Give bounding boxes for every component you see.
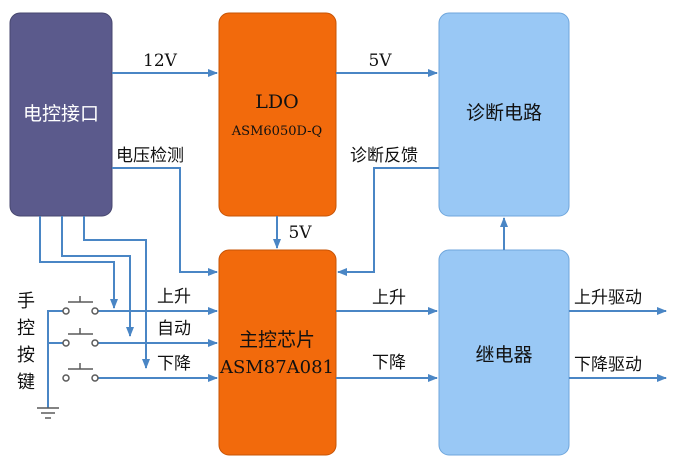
manual-key-char-1: 手 <box>17 291 35 312</box>
ground-bus <box>47 310 63 344</box>
button-label-down: 下降 <box>157 354 191 374</box>
arrow-diag-feedback <box>337 167 439 276</box>
arrow-voltage-detect <box>112 167 218 276</box>
diagnostic-label: 诊断电路 <box>466 102 542 124</box>
main-chip-part-number: ASM87A081 <box>219 357 334 378</box>
ldo-part-number: ASM6050D-Q <box>231 124 322 139</box>
label-chip-down: 下降 <box>372 353 406 373</box>
ground-icon <box>37 407 59 419</box>
label-diag-feedback: 诊断反馈 <box>350 146 418 166</box>
relay-block: 继电器 <box>438 249 570 456</box>
line-ecu-to-down-button <box>83 216 150 369</box>
label-up-drive: 上升驱动 <box>574 288 642 308</box>
label-5v-chip: 5V <box>288 223 312 243</box>
main-chip-block: 主控芯片 ASM87A081 <box>218 249 337 456</box>
label-5v-top: 5V <box>368 51 392 71</box>
label-voltage-detect: 电压检测 <box>116 146 184 166</box>
ecu-interface-label: 电控接口 <box>23 103 99 125</box>
manual-key-char-3: 按 <box>17 345 35 366</box>
push-button-auto <box>62 328 99 347</box>
line-ecu-to-auto-button <box>61 216 134 337</box>
manual-key-char-2: 控 <box>17 318 35 339</box>
button-label-up: 上升 <box>157 287 191 307</box>
relay-label: 继电器 <box>475 344 532 366</box>
push-button-up <box>62 296 99 315</box>
label-12v: 12V <box>143 51 178 71</box>
label-chip-up: 上升 <box>372 288 406 308</box>
ldo-label: LDO <box>255 91 298 113</box>
button-label-auto: 自动 <box>157 319 191 339</box>
line-ecu-to-up-button <box>39 216 118 309</box>
main-chip-label: 主控芯片 <box>239 329 315 351</box>
ecu-interface-block: 电控接口 <box>9 12 113 217</box>
diagnostic-block: 诊断电路 <box>438 12 570 217</box>
ldo-block: LDO ASM6050D-Q <box>218 12 337 217</box>
label-down-drive: 下降驱动 <box>574 355 642 375</box>
manual-key-char-4: 键 <box>17 372 35 393</box>
push-button-down <box>62 363 99 382</box>
